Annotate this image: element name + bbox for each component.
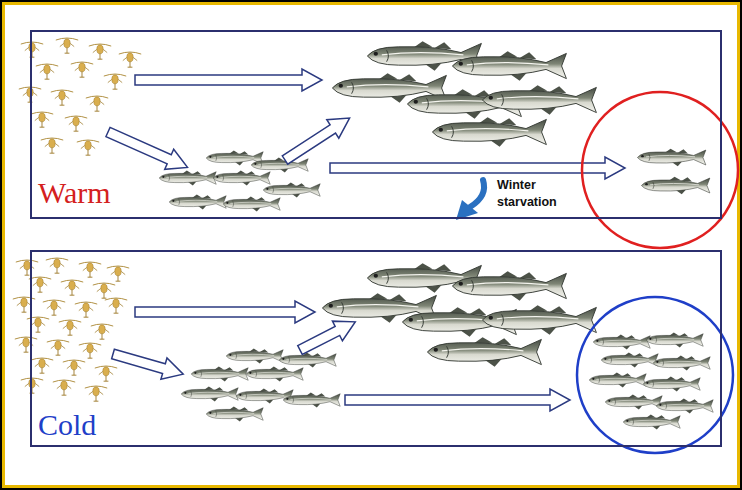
flow-arrow	[135, 69, 322, 91]
survivor-fish-cold	[605, 395, 662, 410]
survivor-fish-warm	[637, 149, 705, 167]
juvenile-fish-cold	[181, 349, 340, 422]
survivor-fish-warm	[637, 149, 709, 195]
juvenile-fish-warm	[159, 171, 216, 186]
adult-fish-cold	[427, 337, 541, 367]
zooplankton-cold	[79, 262, 101, 277]
juvenile-fish-warm	[223, 197, 280, 212]
zooplankton-cold	[85, 386, 107, 401]
frame	[4, 4, 739, 487]
flow-arrow	[279, 109, 356, 169]
juvenile-fish-warm	[263, 183, 320, 198]
zooplankton-cold	[59, 320, 81, 335]
adult-fish-warm	[452, 51, 566, 81]
zooplankton-cold	[61, 280, 83, 295]
cold-panel: Cold	[30, 250, 722, 447]
warm-circle	[582, 92, 738, 248]
flow-arrow	[104, 69, 625, 179]
warm-panel: Warm	[30, 30, 722, 219]
flow-arrow	[135, 301, 315, 323]
survivor-fish-cold	[643, 377, 700, 392]
starvation-arrow	[456, 200, 478, 220]
juvenile-fish-cold	[206, 407, 263, 422]
juvenile-fish-warm	[251, 158, 308, 173]
zooplankton-cold	[107, 266, 129, 281]
zooplankton-cold	[63, 360, 85, 375]
zooplankton-cold	[91, 324, 113, 339]
flow-arrow	[110, 301, 570, 411]
survivor-fish-cold	[623, 415, 680, 430]
survivor-fish-cold	[646, 333, 703, 348]
flow-arrow	[330, 157, 625, 179]
zooplankton-cold	[105, 298, 127, 313]
adult-fish-cold	[482, 305, 596, 335]
zooplankton-warm	[89, 44, 111, 59]
zooplankton-warm	[86, 96, 108, 111]
flow-arrow	[110, 343, 186, 384]
zooplankton-warm	[21, 42, 43, 57]
annotation-label: Winter starvation	[497, 177, 577, 211]
adult-fish-warm	[482, 85, 596, 115]
zooplankton-cold	[93, 283, 115, 298]
survivor-fish-cold	[589, 373, 646, 388]
adult-fish-cold	[322, 263, 596, 367]
zooplankton-cold	[21, 378, 43, 393]
zooplankton-warm	[65, 116, 87, 131]
zooplankton-cold	[43, 300, 65, 315]
flow-arrow	[345, 389, 570, 411]
juvenile-fish-warm	[159, 151, 320, 212]
panel-label: Warm	[38, 176, 111, 209]
zooplankton-warm	[77, 140, 99, 155]
starvation-arrow	[456, 180, 484, 220]
zooplankton-cold	[75, 302, 97, 317]
juvenile-fish-cold	[279, 353, 336, 368]
flow-arrow	[295, 312, 360, 360]
panel-label: Cold	[38, 408, 96, 441]
zooplankton-cold	[16, 260, 38, 275]
juvenile-fish-cold	[246, 367, 303, 382]
zooplankton-warm	[41, 138, 63, 153]
zooplankton-cold	[95, 366, 117, 381]
zooplankton-cold	[15, 337, 37, 352]
juvenile-fish-warm	[169, 195, 226, 210]
zooplankton-warm	[56, 38, 78, 53]
starvation-arrow	[470, 180, 484, 207]
juvenile-fish-cold	[283, 393, 340, 408]
adult-fish-cold	[452, 271, 566, 301]
adult-fish-warm	[332, 41, 596, 147]
survivor-fish-warm	[641, 177, 709, 195]
zooplankton-warm	[36, 64, 58, 79]
survivor-fish-cold	[656, 399, 713, 414]
juvenile-fish-cold	[191, 367, 248, 382]
zooplankton-cold	[53, 380, 75, 395]
zooplankton-cold	[79, 343, 101, 358]
survivor-fish-cold	[653, 356, 710, 371]
adult-fish-warm	[432, 117, 546, 147]
zooplankton-cold	[31, 358, 53, 373]
zooplankton-warm	[71, 62, 93, 77]
survivor-fish-cold	[593, 335, 650, 350]
survivor-fish-cold	[589, 333, 713, 430]
zooplankton-warm	[51, 90, 73, 105]
zooplankton-cold	[29, 277, 51, 292]
zooplankton-warm	[104, 74, 126, 89]
zooplankton-warm	[119, 52, 141, 67]
juvenile-fish-warm	[213, 171, 270, 186]
zooplankton-cold	[46, 258, 68, 273]
juvenile-fish-cold	[226, 349, 283, 364]
cold-circle	[577, 297, 733, 453]
juvenile-fish-cold	[181, 387, 238, 402]
flow-arrow	[104, 122, 192, 177]
survivor-fish-cold	[601, 353, 658, 368]
zooplankton-warm	[31, 112, 53, 127]
zooplankton-cold	[47, 340, 69, 355]
